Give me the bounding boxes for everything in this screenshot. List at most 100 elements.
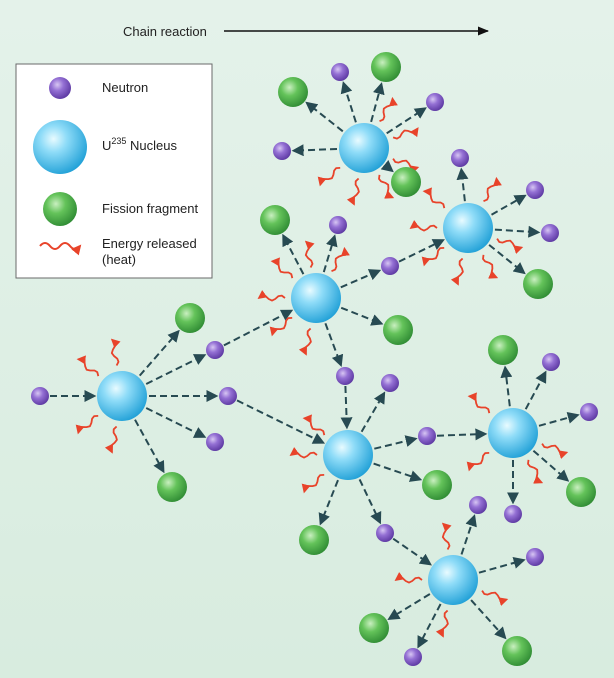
energy-releases <box>75 96 569 638</box>
neutron <box>219 387 237 405</box>
energy-released-wave <box>298 327 312 356</box>
energy-released-wave <box>317 167 341 187</box>
energy-released-wave <box>481 590 509 606</box>
energy-released-wave <box>527 459 544 484</box>
product-arrow <box>488 244 526 275</box>
energy-released-wave <box>75 415 99 435</box>
product-arrow <box>380 159 394 173</box>
energy-released-wave <box>483 176 502 203</box>
u235-nucleus <box>291 273 341 323</box>
legend-fragment-icon <box>43 192 77 226</box>
product-arrow <box>500 365 513 407</box>
u235-nucleus <box>323 430 373 480</box>
product-arrow <box>370 82 385 123</box>
legend-nucleus-label: U235 Nucleus <box>102 136 178 153</box>
product-arrow <box>360 391 386 433</box>
neutron <box>580 403 598 421</box>
u235-nucleus <box>339 123 389 173</box>
energy-released-wave <box>450 257 464 286</box>
product-arrow <box>460 514 477 555</box>
fission-fragment <box>278 77 308 107</box>
energy-released-wave <box>441 522 452 550</box>
energy-released-wave <box>104 425 118 454</box>
energy-released-wave <box>467 392 491 414</box>
energy-released-wave <box>392 158 420 174</box>
energy-released-wave <box>302 414 326 436</box>
product-arrow <box>134 419 165 474</box>
product-arrow <box>291 144 338 157</box>
fission-fragment <box>488 335 518 365</box>
fission-fragment <box>383 315 413 345</box>
product-arrow <box>417 603 442 649</box>
neutron <box>331 63 349 81</box>
fission-fragment <box>523 269 553 299</box>
energy-released-wave <box>421 247 445 267</box>
energy-released-wave <box>409 220 438 232</box>
energy-released-wave <box>392 127 419 140</box>
energy-released-wave <box>435 609 449 638</box>
neutron <box>426 93 444 111</box>
energy-released-wave <box>289 447 318 459</box>
legend-neutron-icon <box>49 77 71 99</box>
neutron <box>376 524 394 542</box>
energy-released-wave <box>422 187 446 209</box>
trigger-arrow <box>436 428 488 441</box>
energy-released-wave <box>482 254 499 279</box>
energy-released-wave <box>76 355 100 377</box>
energy-released-wave <box>270 257 294 279</box>
product-arrow <box>324 322 344 368</box>
energy-released-wave <box>301 474 325 494</box>
product-arrow <box>386 107 427 135</box>
fission-fragment <box>371 52 401 82</box>
fission-fragment <box>157 472 187 502</box>
legend-energy-icon <box>39 242 82 256</box>
chain-reaction-label: Chain reaction <box>123 24 207 39</box>
u235-nucleus <box>97 371 147 421</box>
fission-fragment <box>299 525 329 555</box>
u235-nucleus <box>488 408 538 458</box>
neutron <box>469 496 487 514</box>
fission-fragment <box>359 613 389 643</box>
product-arrow <box>524 370 547 410</box>
fission-fragment <box>260 205 290 235</box>
product-arrow <box>387 593 431 620</box>
product-arrow <box>340 306 384 326</box>
neutron <box>329 216 347 234</box>
energy-released-wave <box>110 338 121 366</box>
product-arrow <box>470 599 507 640</box>
product-arrow <box>358 478 382 525</box>
product-arrow <box>322 234 338 273</box>
neutron <box>542 353 560 371</box>
product-arrow <box>373 462 423 482</box>
energy-released-wave <box>496 238 524 254</box>
particles <box>31 52 598 666</box>
product-arrow <box>305 101 344 133</box>
energy-released-wave <box>331 246 350 273</box>
product-arrow <box>478 557 526 574</box>
energy-released-wave <box>541 443 569 459</box>
energy-released-wave <box>394 572 423 584</box>
neutron <box>381 257 399 275</box>
legend-energy-label-line2: (heat) <box>102 252 136 267</box>
energy-released-wave <box>346 177 360 206</box>
energy-released-wave <box>257 290 286 302</box>
energy-released-wave <box>379 96 398 123</box>
product-arrow <box>538 411 580 427</box>
product-arrow <box>282 233 305 275</box>
legend: Neutron U235 Nucleus Fission fragment En… <box>15 63 213 279</box>
product-arrow <box>374 435 418 450</box>
product-arrow <box>494 225 541 238</box>
neutron <box>336 367 354 385</box>
neutron <box>418 427 436 445</box>
neutron <box>206 433 224 451</box>
fission-fragment <box>422 470 452 500</box>
product-arrow <box>340 269 382 289</box>
trigger-arrow <box>340 385 353 430</box>
product-arrow <box>318 479 339 526</box>
legend-energy-label-line1: Energy released <box>102 236 197 251</box>
trigger-arrow <box>236 399 326 444</box>
energy-released-wave <box>378 174 395 199</box>
neutron <box>206 341 224 359</box>
